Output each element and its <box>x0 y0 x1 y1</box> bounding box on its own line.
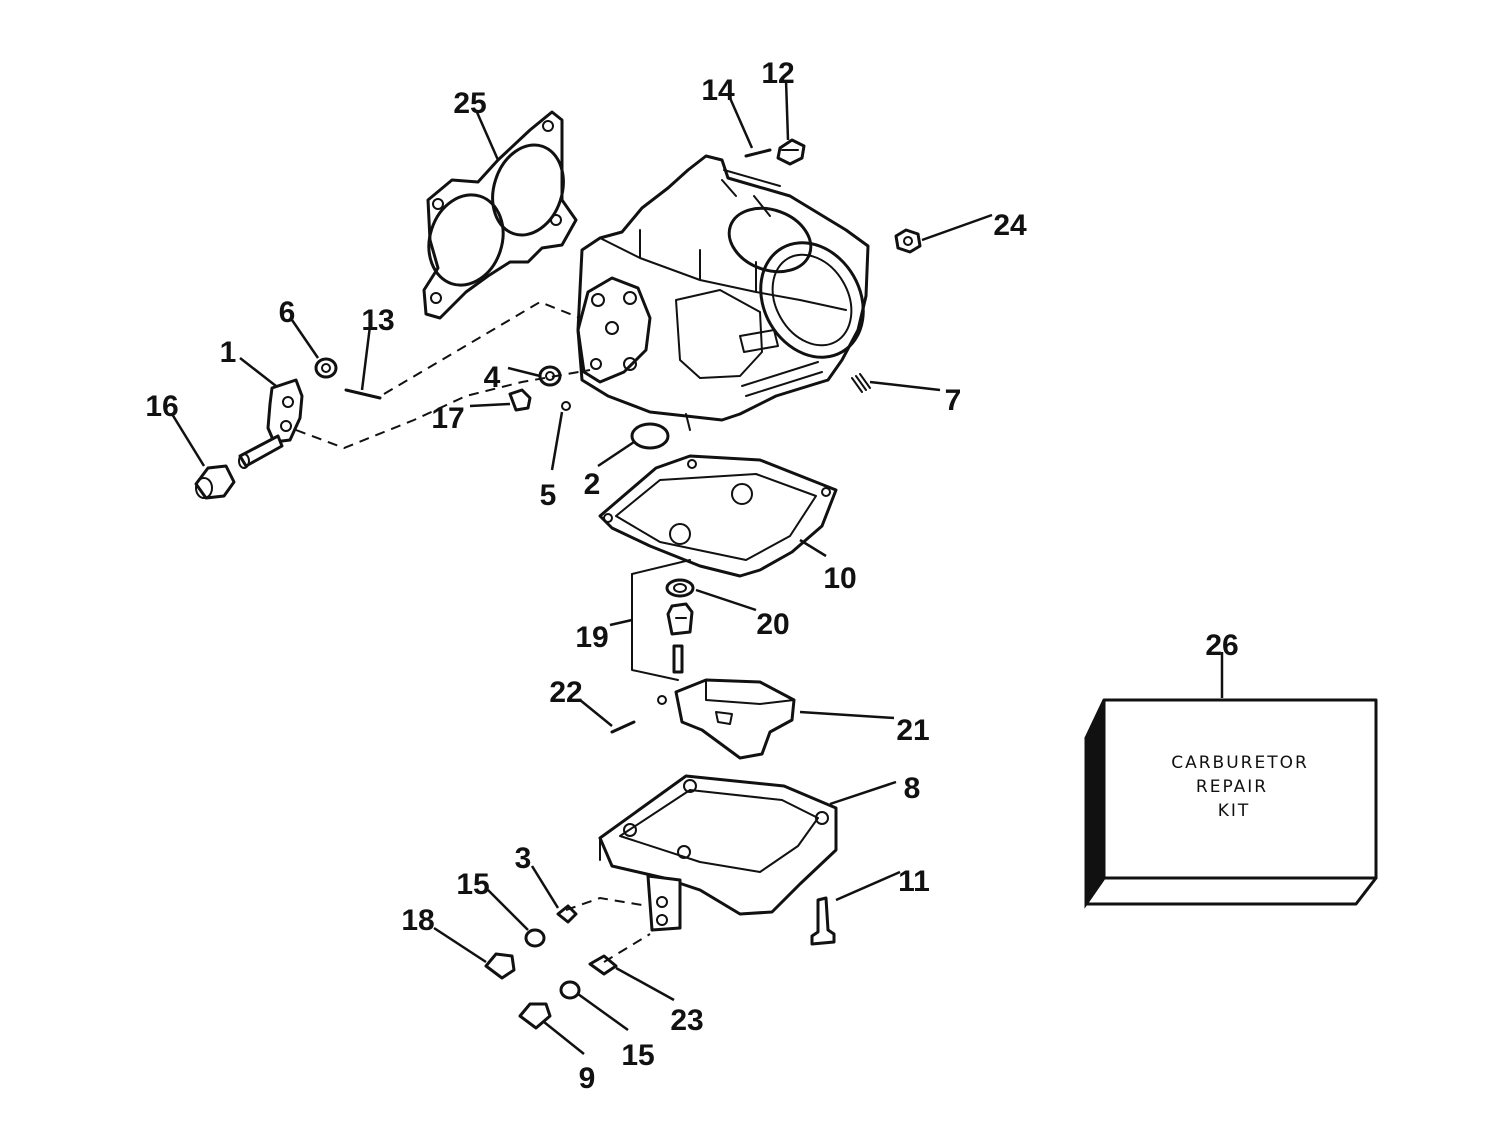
callout-6: 6 <box>279 296 296 329</box>
part-14-pin <box>744 148 772 158</box>
callout-1: 1 <box>220 336 237 369</box>
callout-9: 9 <box>579 1062 596 1095</box>
part-5-ball <box>561 401 571 411</box>
part-9-screw <box>518 1002 552 1030</box>
needle-valve-seat <box>666 602 694 674</box>
part-23-jet <box>588 954 618 976</box>
callout-19: 19 <box>575 621 608 654</box>
callout-17: 17 <box>431 402 464 435</box>
callout-18: 18 <box>401 904 434 937</box>
part-26-repair-kit-box: CARBURETOR REPAIR KIT <box>1084 698 1378 909</box>
part-11-bolt <box>810 896 836 946</box>
assembly-lines <box>295 300 691 963</box>
callout-7: 7 <box>945 384 962 417</box>
callout-12: 12 <box>761 57 794 90</box>
part-22-pin <box>610 720 636 734</box>
callout-11: 11 <box>898 865 930 898</box>
kit-label-line-1: CARBURETOR <box>1171 753 1309 773</box>
callout-16: 16 <box>145 390 178 423</box>
part-20-o-ring <box>665 578 695 598</box>
callout-23: 23 <box>670 1004 703 1037</box>
part-2-disc <box>630 422 670 450</box>
part-7-spring <box>851 373 871 393</box>
part-16-cap <box>194 464 236 500</box>
callout-20: 20 <box>756 608 789 641</box>
callout-21: 21 <box>896 714 929 747</box>
leader-lines <box>170 79 1224 1055</box>
part-15-washer-lower <box>559 980 581 1000</box>
part-1-lever <box>238 378 304 469</box>
callout-3: 3 <box>515 842 532 875</box>
part-18-plug <box>484 952 516 980</box>
callout-25: 25 <box>453 87 486 120</box>
callout-22: 22 <box>549 676 582 709</box>
callout-5: 5 <box>540 479 557 512</box>
callout-4: 4 <box>484 361 501 394</box>
part-17-screw <box>508 388 532 412</box>
part-6-washer <box>314 357 338 379</box>
callout-2: 2 <box>584 468 601 501</box>
part-10-gasket <box>598 454 838 578</box>
part-12-screw <box>776 138 806 166</box>
callout-26: 26 <box>1205 629 1238 662</box>
kit-label-line-3: KIT <box>1218 801 1251 821</box>
part-25-flange-gasket <box>422 110 578 320</box>
part-8-float-bowl <box>598 774 838 932</box>
callout-13: 13 <box>361 304 394 337</box>
part-3-screw <box>556 904 578 924</box>
kit-label-line-2: REPAIR <box>1196 777 1268 797</box>
carburetor-body <box>576 154 870 431</box>
callout-8: 8 <box>904 772 921 805</box>
callout-24: 24 <box>993 209 1027 242</box>
callout-15: 15 <box>456 868 489 901</box>
part-24-nut <box>894 228 922 254</box>
callout-10: 10 <box>823 562 856 595</box>
part-15-washer-upper <box>524 928 546 948</box>
part-21-float <box>657 678 796 760</box>
part-13-pin <box>344 388 382 400</box>
callout-15: 15 <box>621 1039 654 1072</box>
callout-14: 14 <box>701 74 735 107</box>
